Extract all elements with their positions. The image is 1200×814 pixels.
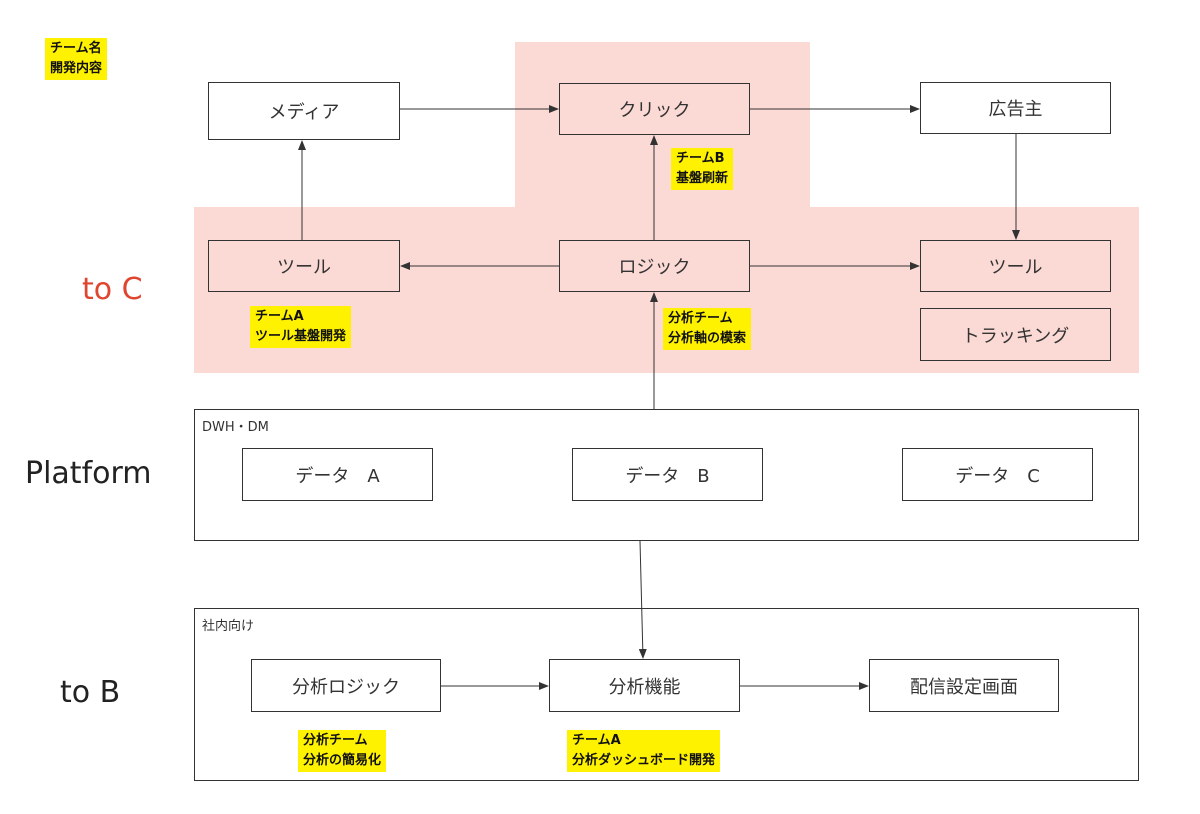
note-analysis-simplify-line2: 分析の簡易化 <box>303 753 382 768</box>
note-team-a-tool-line2: ツール基盤開発 <box>255 329 347 344</box>
to-c-region-top <box>515 42 810 212</box>
click-box: クリック <box>559 83 750 135</box>
delivery-settings-box: 配信設定画面 <box>869 659 1059 712</box>
advertiser-box: 広告主 <box>920 82 1111 134</box>
media-box: メディア <box>208 82 400 140</box>
note-team-a-dashboard-line1: チームA <box>572 733 621 748</box>
logic-box: ロジック <box>559 240 750 292</box>
note-team-a-dashboard-line2: 分析ダッシュボード開発 <box>572 753 716 768</box>
layer-label-to-c: to C <box>82 272 143 307</box>
analysis-function-box: 分析機能 <box>549 659 740 712</box>
note-team-a-tool-line1: チームA <box>255 309 304 324</box>
arrow-dwh-to-analysis <box>638 540 647 659</box>
tool-left-box: ツール <box>208 240 400 292</box>
note-analysis-axis-line2: 分析軸の模索 <box>668 331 747 346</box>
legend-line2: 開発内容 <box>50 61 103 76</box>
layer-label-platform: Platform <box>25 456 152 491</box>
internal-frame-label: 社内向け <box>202 619 255 634</box>
tool-right-box: ツール <box>920 240 1111 292</box>
note-team-b: チームB 基盤刷新 <box>671 148 734 190</box>
note-analysis-simplify-line1: 分析チーム <box>303 733 368 748</box>
tracking-box: トラッキング <box>920 308 1111 361</box>
note-analysis-axis: 分析チーム 分析軸の模索 <box>663 308 752 350</box>
dwh-frame-label: DWH・DM <box>202 420 269 435</box>
note-team-a-dashboard: チームA 分析ダッシュボード開発 <box>567 730 721 772</box>
note-team-b-line1: チームB <box>676 151 725 166</box>
legend-line1: チーム名 <box>50 41 102 56</box>
note-team-b-line2: 基盤刷新 <box>676 171 729 186</box>
note-analysis-simplify: 分析チーム 分析の簡易化 <box>298 730 387 772</box>
data-a-box: データ A <box>242 448 433 501</box>
note-team-a-tool: チームA ツール基盤開発 <box>250 306 352 348</box>
note-analysis-axis-line1: 分析チーム <box>668 311 733 326</box>
layer-label-to-b: to B <box>60 675 121 710</box>
legend-note: チーム名 開発内容 <box>45 38 108 80</box>
data-c-box: データ C <box>902 448 1093 501</box>
analysis-logic-box: 分析ロジック <box>251 659 441 712</box>
data-b-box: データ B <box>572 448 763 501</box>
